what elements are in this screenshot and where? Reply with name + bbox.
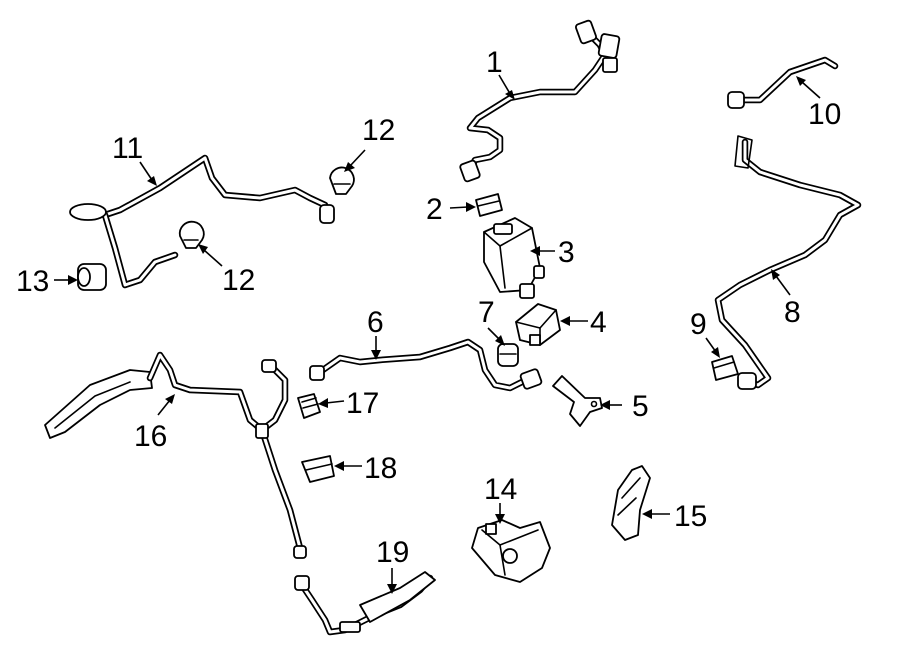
part-16-hose: [44, 351, 307, 559]
leader-lines: [54, 74, 821, 594]
callout-6: 6: [367, 306, 384, 339]
part-11-hose: [69, 154, 335, 289]
callout-8: 8: [784, 296, 801, 329]
callout-14: 14: [484, 473, 517, 506]
callout-1: 1: [486, 46, 503, 79]
callout-9: 9: [690, 308, 707, 341]
part-2-clip: [475, 193, 503, 217]
part-18-clip: [301, 455, 335, 483]
part-4-sensor: [515, 303, 561, 346]
callout-3: 3: [558, 236, 575, 269]
callout-5: 5: [632, 390, 649, 423]
part-19-hose: [294, 571, 436, 636]
callout-15: 15: [674, 500, 707, 533]
part-6-hose: [309, 338, 543, 392]
callout-2: 2: [426, 193, 443, 226]
part-14-pump: [471, 519, 551, 583]
part-7-connector: [497, 343, 519, 367]
part-5-bracket: [552, 375, 603, 427]
part-15-bracket: [611, 465, 651, 541]
callout-13: 13: [16, 265, 49, 298]
callout-19: 19: [376, 536, 409, 569]
part-1-vacuum-hose: [459, 19, 621, 183]
callout-17: 17: [346, 387, 379, 420]
part-12-clip-upper: [329, 166, 355, 195]
callout-12-upper: 12: [362, 114, 395, 147]
callout-7: 7: [478, 296, 495, 329]
callout-numbers: 1 2 3 4 5 6 7 8 9 10 11 12 12 13 14 15 1…: [16, 46, 841, 569]
callout-4: 4: [590, 306, 607, 339]
part-9-clip: [711, 355, 739, 381]
callout-18: 18: [364, 452, 397, 485]
callout-11: 11: [112, 132, 143, 165]
part-12-clip-lower: [178, 220, 205, 249]
part-3-purge-valve: [483, 217, 545, 299]
callout-10: 10: [808, 98, 841, 131]
part-10-hose: [727, 56, 839, 109]
callout-16: 16: [134, 420, 167, 453]
part-17-connector: [297, 393, 321, 419]
callout-12-lower: 12: [222, 264, 255, 297]
part-13-cap: [77, 263, 107, 291]
part-8-hose: [714, 135, 862, 390]
